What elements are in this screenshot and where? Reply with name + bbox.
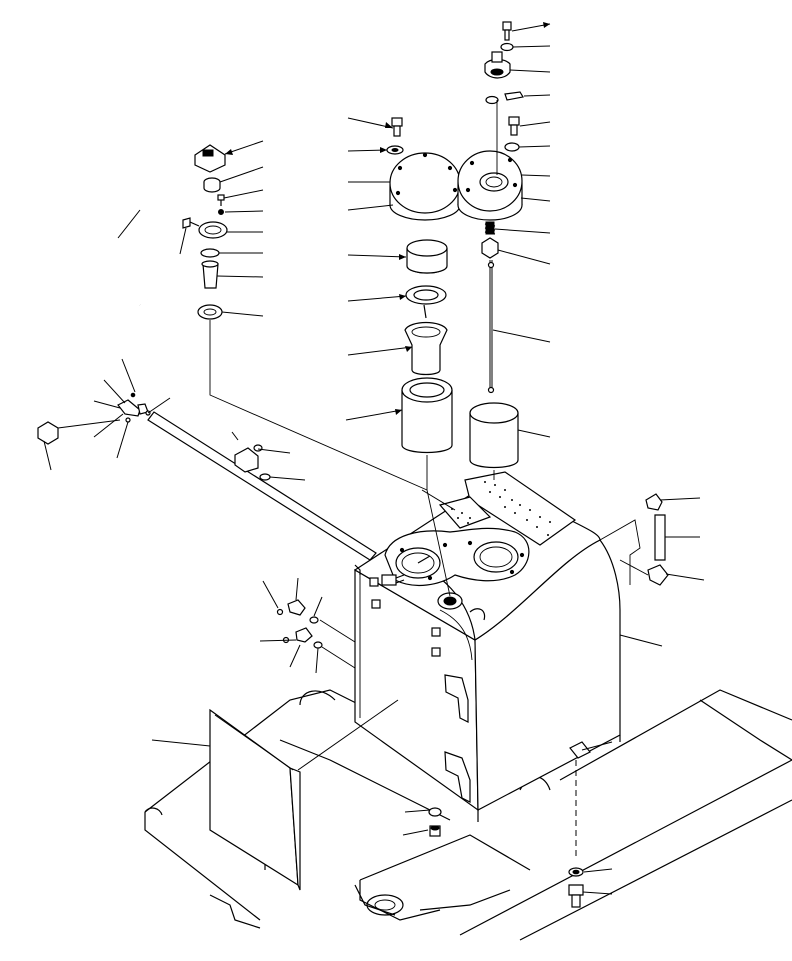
drain-pipe (37, 392, 377, 575)
callout-leaders (43, 23, 705, 895)
suction-filter-stack (386, 117, 523, 597)
return-fittings (599, 493, 669, 586)
drain-plug (428, 807, 442, 837)
side-fittings (276, 599, 356, 669)
hydraulic-tank (353, 471, 621, 822)
leader-arrowheads (225, 22, 550, 415)
breather-plate (438, 471, 577, 546)
filler-assembly (109, 144, 428, 491)
mounting-bolt (568, 741, 591, 908)
side-cover-panel (209, 708, 301, 891)
breather-stack (481, 21, 524, 394)
